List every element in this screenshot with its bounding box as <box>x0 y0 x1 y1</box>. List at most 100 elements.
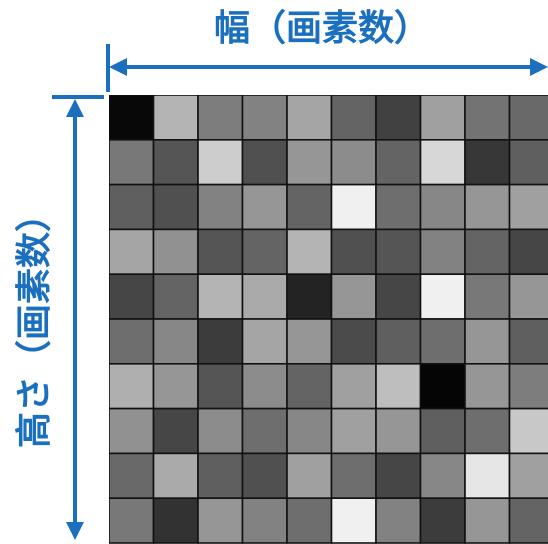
pixel-cell-r2-c7 <box>419 183 466 231</box>
pixel-cell-r8-c3 <box>241 452 288 499</box>
pixel-cell-r6-c5 <box>330 362 377 410</box>
pixel-cell-r7-c9 <box>508 407 548 455</box>
pixel-cell-r6-c6 <box>375 362 422 410</box>
pixel-cell-r3-c6 <box>375 228 422 275</box>
pixel-cell-r2-c0 <box>109 183 155 231</box>
pixel-cell-r4-c4 <box>286 273 333 320</box>
pixel-cell-r2-c1 <box>152 183 199 231</box>
pixel-cell-r0-c5 <box>330 95 377 141</box>
pixel-cell-r6-c4 <box>286 362 333 410</box>
width-arrow-right-head <box>530 58 548 76</box>
pixel-cell-r8-c8 <box>464 452 511 499</box>
pixel-cell-r0-c8 <box>464 95 511 141</box>
pixel-cell-r1-c6 <box>375 139 422 186</box>
pixel-cell-r4-c8 <box>464 273 511 320</box>
pixel-cell-r0-c1 <box>152 95 199 141</box>
pixel-cell-r2-c2 <box>197 183 244 231</box>
height-arrow <box>52 95 104 540</box>
pixel-cell-r2-c3 <box>241 183 288 231</box>
pixel-cell-r3-c4 <box>286 228 333 275</box>
pixel-cell-r4-c5 <box>330 273 377 320</box>
pixel-cell-r5-c9 <box>508 318 548 365</box>
pixel-cell-r5-c2 <box>197 318 244 365</box>
width-arrow <box>106 44 548 92</box>
pixel-cell-r3-c3 <box>241 228 288 275</box>
pixel-cell-r9-c2 <box>197 497 244 544</box>
pixel-cell-r1-c4 <box>286 139 333 186</box>
pixel-cell-r6-c3 <box>241 362 288 410</box>
pixel-cell-r1-c3 <box>241 139 288 186</box>
pixel-cell-r7-c6 <box>375 407 422 455</box>
pixel-cell-r2-c8 <box>464 183 511 231</box>
pixel-cell-r7-c0 <box>109 407 155 455</box>
pixel-cell-r9-c6 <box>375 497 422 544</box>
pixel-cell-r1-c9 <box>508 139 548 186</box>
pixel-cell-r5-c8 <box>464 318 511 365</box>
pixel-cell-r5-c4 <box>286 318 333 365</box>
pixel-cell-r3-c8 <box>464 228 511 275</box>
pixel-cell-r7-c8 <box>464 407 511 455</box>
pixel-cell-r5-c7 <box>419 318 466 365</box>
pixel-cell-r7-c3 <box>241 407 288 455</box>
pixel-cell-r1-c1 <box>152 139 199 186</box>
height-arrow-top-head <box>66 99 84 117</box>
pixel-cell-r1-c5 <box>330 139 377 186</box>
pixel-cell-r9-c3 <box>241 497 288 544</box>
pixel-cell-r9-c7 <box>419 497 466 544</box>
pixel-cell-r1-c0 <box>109 139 155 186</box>
pixel-grid <box>109 95 548 544</box>
pixel-cell-r5-c6 <box>375 318 422 365</box>
height-arrow-bottom-head <box>66 522 84 540</box>
pixel-cell-r3-c5 <box>330 228 377 275</box>
pixel-cell-r1-c2 <box>197 139 244 186</box>
pixel-cell-r8-c5 <box>330 452 377 499</box>
pixel-cell-r3-c1 <box>152 228 199 275</box>
height-label: 高さ（画素数） <box>14 196 55 448</box>
pixel-cell-r9-c4 <box>286 497 333 544</box>
pixel-cell-r0-c3 <box>241 95 288 141</box>
pixel-cell-r4-c6 <box>375 273 422 320</box>
pixel-cell-r7-c7 <box>419 407 466 455</box>
pixel-cell-r6-c2 <box>197 362 244 410</box>
width-label: 幅（画素数） <box>214 8 430 49</box>
pixel-cell-r6-c9 <box>508 362 548 410</box>
pixel-cell-r1-c7 <box>419 139 466 186</box>
pixel-cell-r5-c5 <box>330 318 377 365</box>
pixel-cell-r5-c1 <box>152 318 199 365</box>
pixel-cell-r0-c7 <box>419 95 466 141</box>
pixel-cell-r8-c7 <box>419 452 466 499</box>
pixel-cell-r0-c0 <box>109 95 155 141</box>
pixel-cell-r6-c0 <box>109 362 155 410</box>
pixel-cell-r2-c9 <box>508 183 548 231</box>
pixel-cell-r5-c0 <box>109 318 155 365</box>
pixel-cell-r2-c6 <box>375 183 422 231</box>
pixel-cell-r1-c8 <box>464 139 511 186</box>
pixel-cell-r4-c0 <box>109 273 155 320</box>
pixel-cell-r4-c3 <box>241 273 288 320</box>
pixel-cell-r7-c1 <box>152 407 199 455</box>
pixel-cell-r8-c0 <box>109 452 155 499</box>
pixel-cell-r8-c9 <box>508 452 548 499</box>
pixel-cell-r8-c6 <box>375 452 422 499</box>
pixel-cell-r6-c7 <box>419 362 466 410</box>
pixel-cell-r9-c8 <box>464 497 511 544</box>
pixel-cell-r5-c3 <box>241 318 288 365</box>
pixel-cell-r0-c9 <box>508 95 548 141</box>
pixel-cell-r2-c4 <box>286 183 333 231</box>
pixel-cell-r4-c9 <box>508 273 548 320</box>
pixel-cell-r7-c2 <box>197 407 244 455</box>
pixel-cell-r3-c7 <box>419 228 466 275</box>
pixel-cell-r9-c5 <box>330 497 377 544</box>
pixel-cell-r9-c1 <box>152 497 199 544</box>
pixel-cell-r8-c1 <box>152 452 199 499</box>
pixel-cell-r6-c8 <box>464 362 511 410</box>
pixel-cell-r0-c4 <box>286 95 333 141</box>
pixel-cell-r0-c2 <box>197 95 244 141</box>
pixel-cell-r2-c5 <box>330 183 377 231</box>
pixel-cell-r4-c2 <box>197 273 244 320</box>
pixel-cell-r7-c4 <box>286 407 333 455</box>
pixel-cell-r7-c5 <box>330 407 377 455</box>
pixel-cell-r3-c2 <box>197 228 244 275</box>
pixel-cell-r3-c0 <box>109 228 155 275</box>
